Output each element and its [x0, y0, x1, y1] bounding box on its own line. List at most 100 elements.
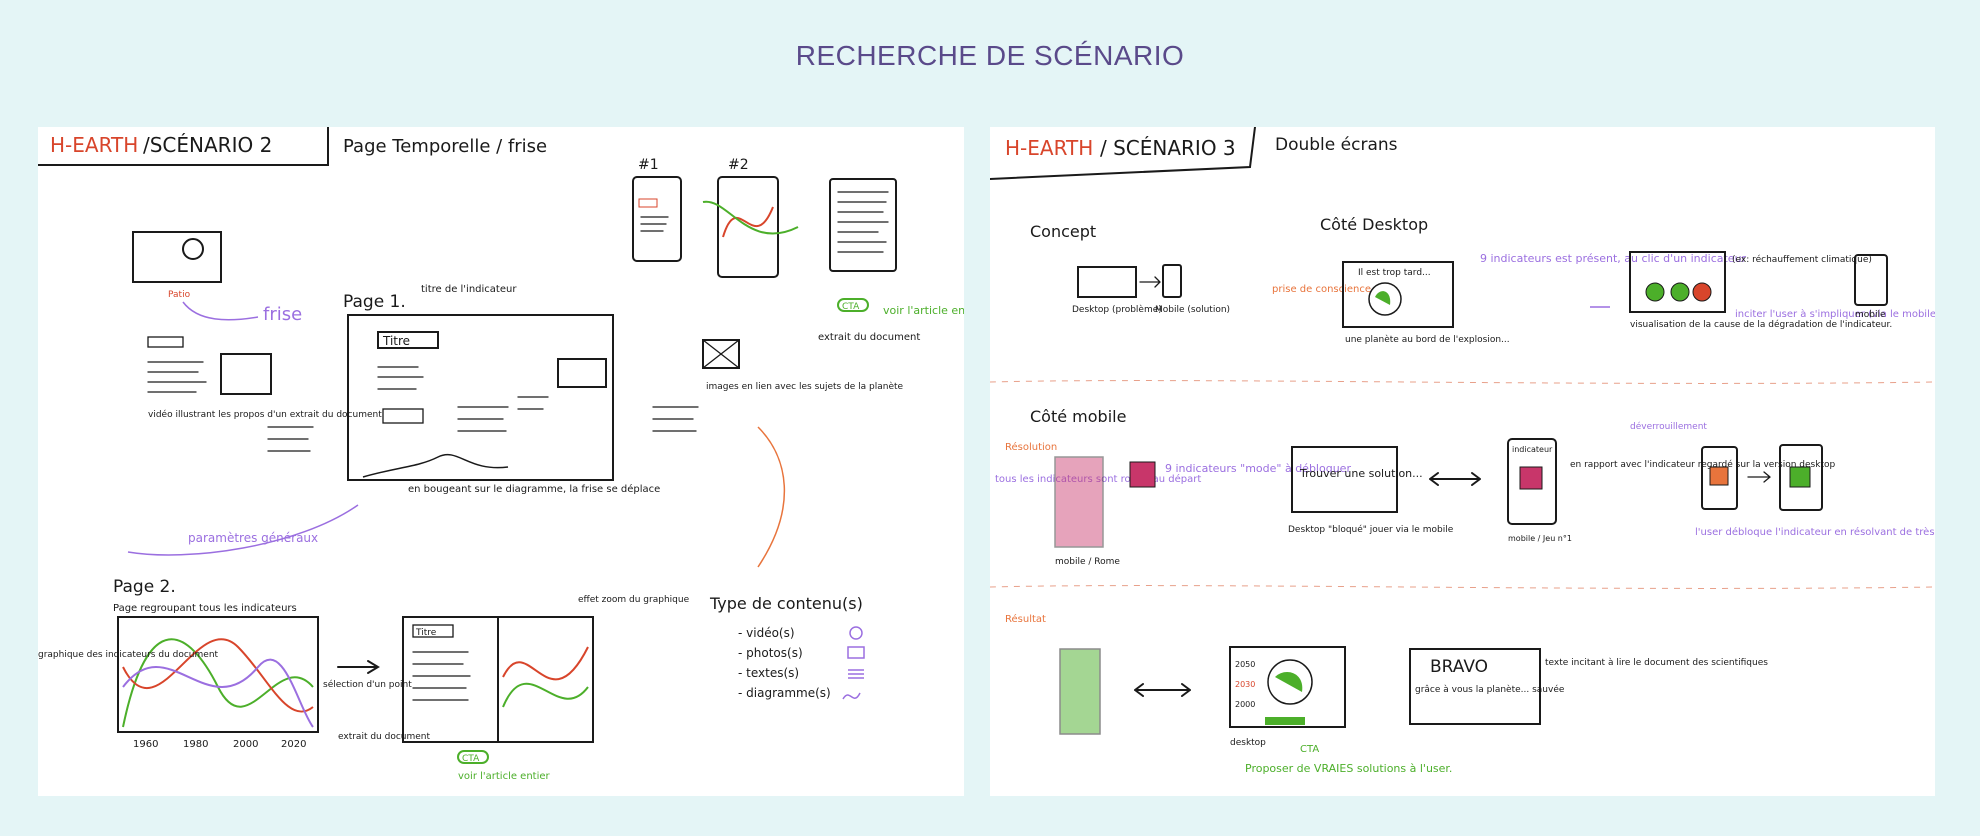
stat-3: 2000: [1235, 700, 1255, 709]
rechauffement-note: (ex: réchauffement climatique): [1732, 254, 1872, 265]
indicator-icon-2: [1670, 282, 1690, 302]
right-text-lines: [652, 406, 699, 432]
resultat-label: Résultat: [1005, 613, 1046, 625]
separator-1: [990, 380, 1935, 384]
image-sketch-cross: [702, 339, 740, 369]
double-arrow-2: [1134, 683, 1191, 697]
page1-video: [557, 358, 607, 388]
planet-icon: [1368, 282, 1402, 316]
prise-conscience: prise de conscience: [1272, 284, 1371, 295]
article-sketch: [829, 178, 897, 272]
debloque-arrow: [1747, 471, 1772, 483]
article-lines: [837, 191, 889, 253]
cote-desktop-title: Côté Desktop: [1320, 215, 1428, 234]
result-desktop: [1229, 646, 1346, 728]
titre-box-label: Titre: [382, 334, 410, 348]
visualisation-screen: [1629, 251, 1726, 313]
left-video: [220, 353, 272, 395]
stat-2: 2030: [1235, 680, 1255, 689]
desktop-screen: [1342, 261, 1454, 328]
frise-marker: Patio: [168, 290, 191, 300]
scenario-3-sketch: H-EARTH / SCÉNARIO 3 Double écrans Conce…: [990, 127, 1935, 796]
planet-note: une planète au bord de l'explosion...: [1345, 334, 1510, 345]
puzzle-mobile: [1054, 456, 1104, 548]
titre-box-2: [412, 624, 454, 638]
concept-mobile-label: Mobile (solution): [1155, 305, 1230, 315]
mobile-label: mobile: [1855, 310, 1886, 320]
page2-title: Page 2.: [113, 577, 176, 597]
trouver-screen: [1291, 446, 1398, 513]
cta-top-button: [837, 298, 869, 312]
scenario-2-drawing: H-EARTH /SCÉNARIO 2 Page Temporelle / fr…: [38, 127, 964, 782]
frise-arrow: [182, 301, 259, 321]
concept-arrow: [1139, 276, 1161, 288]
cta-top-note: voir l'article entier: [883, 304, 964, 317]
header-subtitle: Page Temporelle / frise: [343, 136, 547, 157]
type-title: Type de contenu(s): [709, 594, 863, 613]
bravo-screen: [1409, 648, 1541, 725]
scenario-2-sketch: H-EARTH /SCÉNARIO 2 Page Temporelle / fr…: [38, 127, 964, 796]
page1-diagram: [362, 453, 509, 478]
type-photos: - photos(s): [738, 646, 803, 660]
visualisation-note: visualisation de la cause de la dégradat…: [1630, 319, 1892, 330]
debloque-note: l'user débloque l'indicateur en résolvan…: [1695, 526, 1935, 538]
bouger-note: en bougeant sur le diagramme, la frise s…: [408, 483, 660, 495]
desktop-mobile-phone: [1854, 254, 1888, 306]
cote-mobile-title: Côté mobile: [1030, 407, 1126, 426]
separator-2: [990, 585, 1935, 589]
year-2000: 2000: [233, 739, 258, 750]
indicateur-label: indicateur: [1512, 445, 1553, 454]
result-phone: [1059, 648, 1101, 735]
page1-text-lines: [377, 366, 424, 390]
video-type-icon: [849, 626, 863, 640]
neuf-note: 9 indicateurs "mode" à débloquer: [1165, 462, 1351, 475]
saved-planet: [1267, 659, 1313, 705]
page1-note: titre de l'indicateur: [421, 284, 517, 295]
mobile-rome: mobile / Rome: [1055, 557, 1120, 567]
double-arrow-1: [1429, 472, 1481, 486]
concept-title: Concept: [1030, 222, 1096, 241]
concept-mobile: [1162, 264, 1182, 298]
indicator-icon-1: [1645, 282, 1665, 302]
page-title: RECHERCHE DE SCÉNARIO: [795, 40, 1185, 71]
param-note: paramètres généraux: [188, 531, 318, 545]
mobile-jeu: mobile / Jeu n°1: [1508, 534, 1572, 543]
header-brand: H-EARTH: [50, 133, 138, 157]
year-1960: 1960: [133, 739, 158, 750]
page2-note: Page regroupant tous les indicateurs: [113, 603, 297, 614]
type-diagrammes: - diagramme(s): [738, 686, 831, 700]
cta-bottom-button: [457, 750, 489, 764]
debloque-puzzle-1: [1709, 466, 1729, 486]
page2-curve-red: [122, 638, 314, 713]
cta-bottom-label: CTA: [462, 754, 480, 764]
phone-1-label: #1: [638, 157, 659, 173]
deverouillement: déverrouillement: [1630, 421, 1707, 432]
phone-2-label: #2: [728, 157, 749, 173]
saved-planet-continent: [1275, 672, 1303, 692]
type-video: - vidéo(s): [738, 626, 795, 640]
extrait-note: extrait du document: [818, 332, 920, 343]
graph-note: graphique des indicateurs du document: [38, 650, 219, 660]
frise-label: frise: [263, 304, 302, 325]
cta-bottom-note: voir l'article entier: [458, 771, 551, 782]
left-tag-1: [147, 336, 184, 348]
concept-desktop-screen: [1077, 266, 1137, 298]
result-bar: [1265, 717, 1305, 725]
page2-arrow: [337, 660, 380, 674]
phone-1-tag: [638, 198, 658, 208]
cta-label: CTA: [1300, 744, 1319, 755]
debloque-phone-2: [1779, 444, 1823, 511]
cta-note: Proposer de VRAIES solutions à l'user.: [1245, 762, 1452, 775]
extrait-note-2: extrait du document: [338, 732, 430, 742]
indicateurs-note: 9 indicateurs est présent, au clic d'un …: [1480, 252, 1747, 265]
phone-1-sketch: [632, 176, 682, 262]
param-arrow: [127, 504, 359, 556]
header-scenario: /SCÉNARIO 2: [143, 133, 272, 157]
puzzle-piece: [1129, 461, 1156, 488]
images-arrow: [757, 426, 786, 568]
trouver-text: Trouver une solution...: [1299, 467, 1423, 480]
titre-box: [377, 331, 439, 349]
screen-small: [132, 231, 222, 283]
year-2020: 2020: [281, 739, 306, 750]
header-scenario: / SCÉNARIO 3: [1100, 136, 1236, 160]
